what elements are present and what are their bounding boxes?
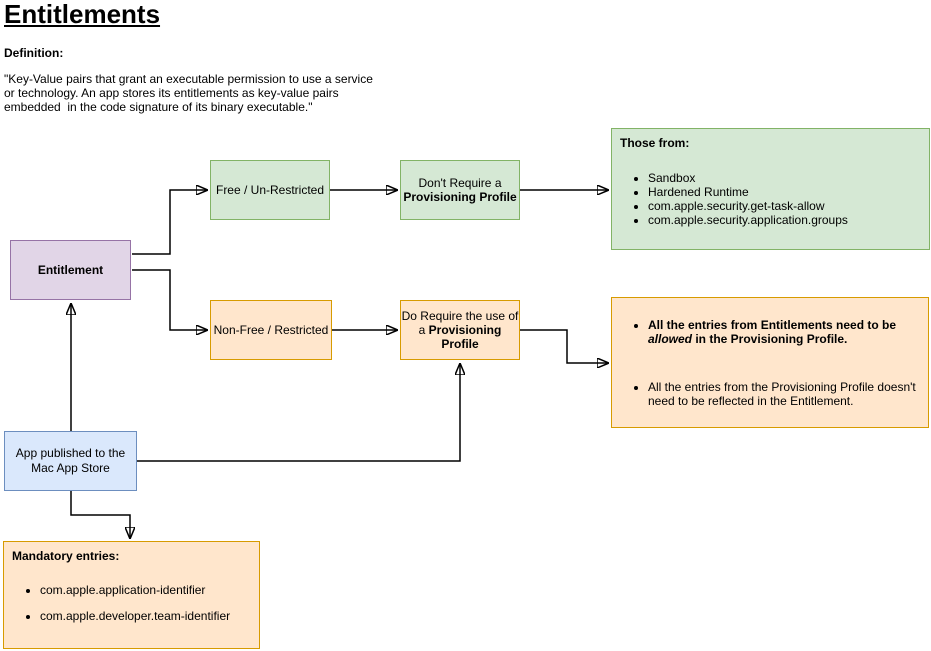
node-free-unrestricted: Free / Un-Restricted [210,160,330,220]
rule1-suffix: in the Provisioning Profile. [692,332,848,346]
dont-require-line1: Don't Require a [418,176,502,190]
connector-app-store-to-mandatory [70,491,130,538]
rule1-prefix: All the entries from Entitlements need t… [648,318,897,332]
node-those-from: Those from: SandboxHardened Runtimecom.a… [611,128,930,250]
rule-item-allowed: All the entries from Entitlements need t… [648,318,916,346]
node-non-free-restricted-label: Non-Free / Restricted [213,322,329,337]
mandatory-list: com.apple.application-identifier com.appl… [12,583,251,623]
app-store-label: App published to the Mac App Store [15,446,126,475]
diagram-title: Entitlements [4,0,161,29]
rule1-emphasis: allowed [648,332,693,346]
node-entitlement-label: Entitlement [37,262,104,277]
connector-app-store-to-do-require [137,364,460,462]
node-app-published-mac-app-store: App published to the Mac App Store [4,431,137,491]
node-dont-require-provisioning-profile: Don't Require a Provisioning Profile [400,160,520,220]
list-item: com.apple.security.application.groups [648,213,917,227]
list-item: com.apple.application-identifier [40,583,247,597]
node-provisioning-profile-rules: All the entries from Entitlements need t… [611,297,929,428]
list-item: Hardened Runtime [648,185,917,199]
those-from-list: SandboxHardened Runtimecom.apple.securit… [620,171,921,227]
list-item: Sandbox [648,171,917,185]
dont-require-line2: Provisioning Profile [403,190,517,204]
list-item: com.apple.developer.team-identifier [40,609,247,623]
definition-text: "Key-Value pairs that grant an executabl… [4,72,373,114]
those-from-heading: Those from: [620,136,690,150]
mandatory-heading: Mandatory entries: [12,549,120,563]
definition-label: Definition: [4,46,64,60]
node-non-free-restricted: Non-Free / Restricted [210,300,332,360]
node-mandatory-entries: Mandatory entries: com.apple.application… [3,541,260,649]
node-do-require-provisioning-profile: Do Require the use of a Provisioning Pro… [400,300,520,360]
rule-item-reflected: All the entries from the Provisioning Pr… [648,380,916,408]
do-require-line2-regular: a [418,323,429,337]
node-entitlement: Entitlement [10,240,131,300]
do-require-line2: a Provisioning [419,323,502,337]
node-free-unrestricted-label: Free / Un-Restricted [215,182,325,197]
do-require-line2-bold: Provisioning [428,323,502,337]
connector-do-require-to-rules [520,329,608,363]
do-require-line3: Profile [441,337,479,351]
rules-list: All the entries from Entitlements need t… [620,318,920,408]
connector-entitlement-to-nonfree [132,269,207,330]
connector-entitlement-to-free [132,190,207,255]
do-require-line1: Do Require the use of [401,309,519,323]
list-item: com.apple.security.get-task-allow [648,199,917,213]
